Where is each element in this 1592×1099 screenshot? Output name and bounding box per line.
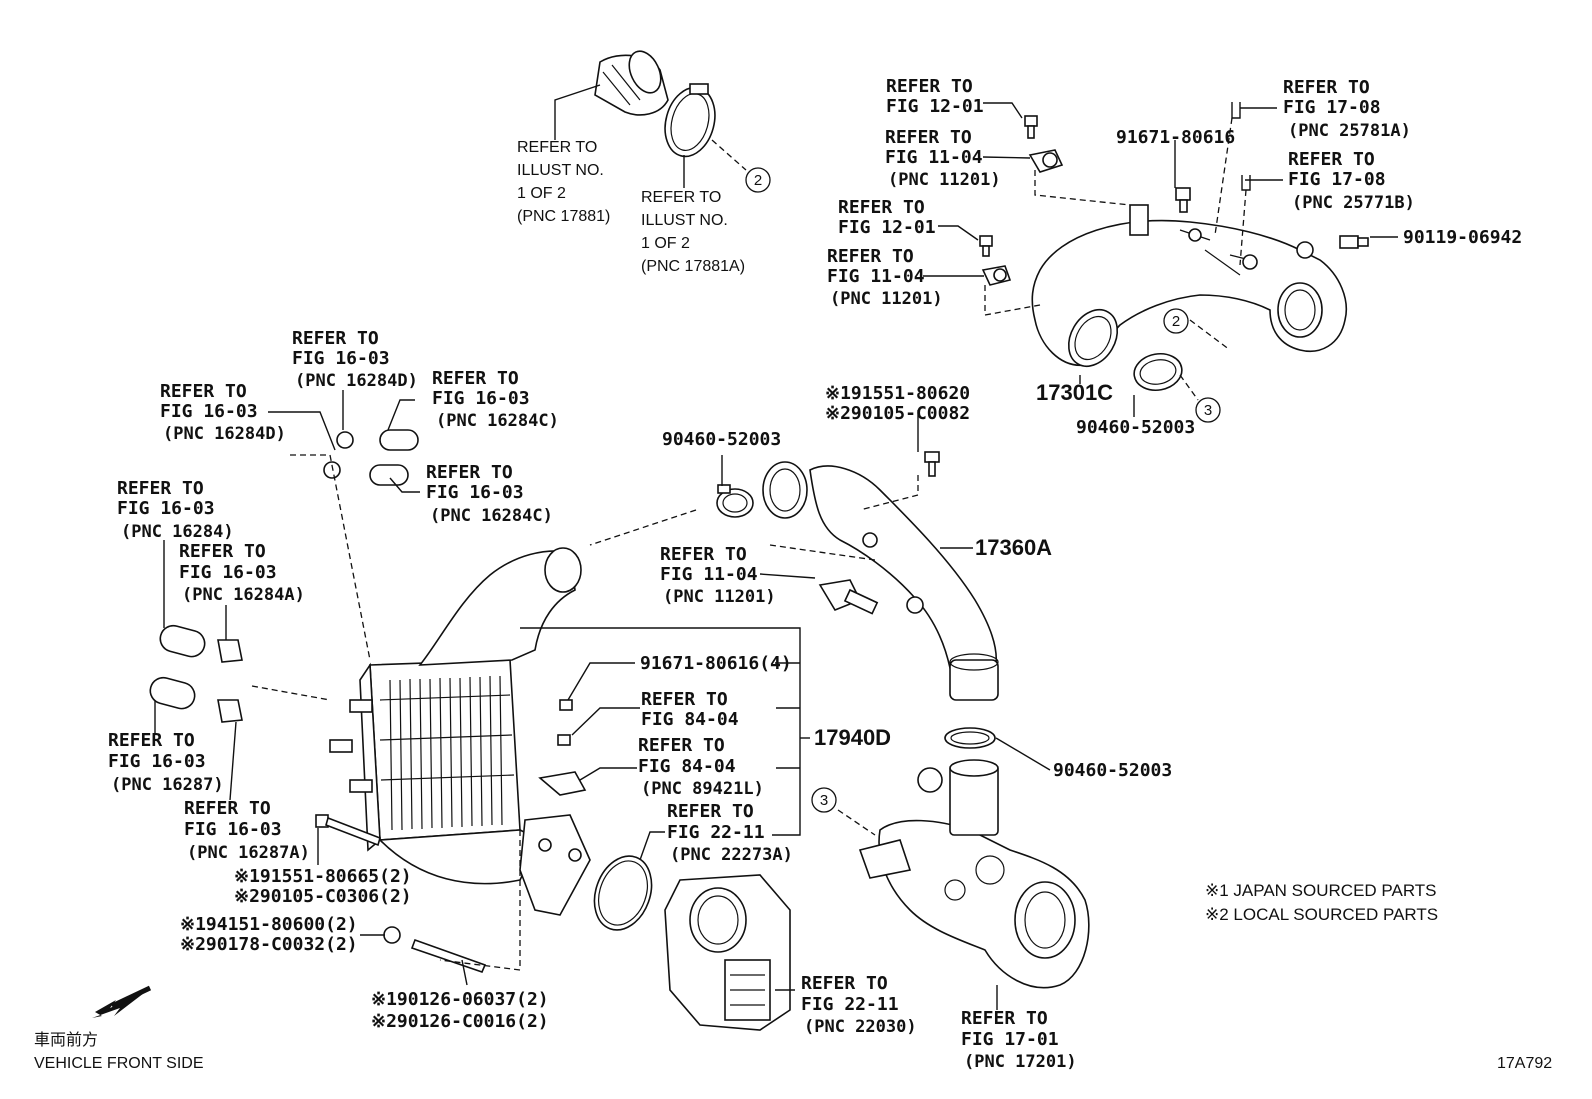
vehicle-front-label-jp: 車両前方 <box>34 1031 98 1049</box>
bolt-drawings-left <box>315 699 587 973</box>
refer-16287a-label: REFER TO FIG 16-03 (PNC 16287A) <box>184 798 310 863</box>
bolt-drawing-top-3 <box>1175 187 1191 213</box>
turbocharger-drawing <box>858 759 1090 989</box>
svg-text:3: 3 <box>1204 402 1212 419</box>
sensor-drawing-mid <box>818 579 879 615</box>
sensor-drawing-top-1 <box>1028 149 1064 173</box>
refer-fig-84-04-label-b: REFER TO FIG 84-04 (PNC 89421L) <box>638 735 764 799</box>
hose-clamp-drawing-right <box>1133 352 1183 392</box>
leader-lines <box>154 84 1398 1010</box>
svg-text:3: 3 <box>820 792 828 809</box>
refer-fig-12-01-label-a: REFER TO FIG 12-01 <box>886 76 984 117</box>
part-number-17301c: 17301C <box>1036 380 1113 405</box>
gasket-drawing-left <box>593 855 653 931</box>
intercooler-17940d-drawing <box>329 547 582 885</box>
part-number-91671-80616: 91671-80616 <box>1116 127 1235 148</box>
nut-80600-label: ※194151-80600(2) ※290178-C0032(2) <box>180 914 368 955</box>
part-number-17360a: 17360A <box>975 535 1052 560</box>
stud-06037-label: ※190126-06037(2) ※290126-C0016(2) <box>371 989 559 1032</box>
part-number-90460-52003-low: 90460-52003 <box>1053 760 1172 781</box>
callout-circle-2-top: 2 <box>745 167 771 193</box>
vehicle-front-label-en: VEHICLE FRONT SIDE <box>34 1055 204 1072</box>
hose-drawings-left <box>149 429 419 710</box>
refer-16284d-label-left: REFER TO FIG 16-03 (PNC 16284D) <box>160 381 286 444</box>
refer-fig-11-04-label-c: REFER TO FIG 11-04 (PNC 11201) <box>660 544 776 607</box>
part-number-90460-52003-top: 90460-52003 <box>1076 417 1195 438</box>
refer-fig-22-11-label-b: REFER TO FIG 22-11 (PNC 22030) <box>801 973 917 1037</box>
refer-fig-22-11-label-a: REFER TO FIG 22-11 (PNC 22273A) <box>667 801 793 865</box>
svg-text:2: 2 <box>754 172 762 189</box>
gasket-drawing-right <box>944 727 996 749</box>
refer-fig-17-08-label-a: REFER TO FIG 17-08 (PNC 25781A) <box>1283 77 1411 141</box>
refer-16284c-label-bottom: REFER TO FIG 16-03 (PNC 16284C) <box>426 462 553 526</box>
part-number-90460-52003-mid: 90460-52003 <box>662 429 781 450</box>
part-number-17940d: 17940D <box>814 725 891 750</box>
refer-fig-84-04-label-a: REFER TO FIG 84-04 <box>641 689 739 730</box>
part-number-91671-80616-4: 91671-80616(4) <box>640 653 792 674</box>
bolt-80620-label: ※191551-80620 ※290105-C0082 <box>825 383 981 424</box>
refer-fig-17-08-label-b: REFER TO FIG 17-08 (PNC 25771B) <box>1288 149 1415 213</box>
refer-fig-12-01-label-b: REFER TO FIG 12-01 <box>838 197 936 238</box>
outlet-pipe-17360a-drawing <box>762 461 999 701</box>
bolt-80665-label: ※191551-80665(2) ※290105-C0306(2) <box>234 866 422 907</box>
hose-clamp-drawing-mid <box>716 484 754 518</box>
bolt-drawing-mid <box>924 451 940 477</box>
vehicle-front-arrow-icon <box>92 985 152 1018</box>
throttle-body-drawing <box>664 874 791 1031</box>
hose-clamp-drawing-top <box>664 83 716 158</box>
refer-16287-label: REFER TO FIG 16-03 (PNC 16287) <box>108 730 224 795</box>
bolt-drawing-top-1 <box>1024 115 1038 139</box>
refer-16284a-label: REFER TO FIG 16-03 (PNC 16284A) <box>179 541 305 605</box>
clip-drawings-left <box>217 431 354 723</box>
refer-16284d-label-top: REFER TO FIG 16-03 (PNC 16284D) <box>292 328 418 391</box>
refer-illust-17881-label: REFER TO ILLUST NO. 1 OF 2 (PNC 17881) <box>517 139 610 225</box>
callout-circle-3-top: 3 <box>1195 397 1221 423</box>
sourcing-notes: ※1 JAPAN SOURCED PARTS ※2 LOCAL SOURCED … <box>1205 881 1441 924</box>
figure-id: 17A792 <box>1497 1055 1552 1072</box>
intake-pipe-17301c-drawing <box>1031 204 1347 368</box>
part-number-90119-06942: 90119-06942 <box>1403 227 1522 248</box>
bolt-drawing-top-4 <box>1339 235 1369 249</box>
callout-circle-3-bottom: 3 <box>811 787 837 813</box>
hose-end-drawing <box>594 50 669 116</box>
refer-fig-11-04-label-a: REFER TO FIG 11-04 (PNC 11201) <box>885 127 1001 190</box>
mount-bracket-drawing <box>519 814 591 916</box>
refer-fig-11-04-label-b: REFER TO FIG 11-04 (PNC 11201) <box>827 246 943 309</box>
svg-text:2: 2 <box>1172 313 1180 330</box>
refer-16284c-label-top: REFER TO FIG 16-03 (PNC 16284C) <box>432 368 559 431</box>
callout-circle-2-right: 2 <box>1163 308 1189 334</box>
sensor-drawing-top-2 <box>981 265 1012 286</box>
bolt-drawing-top-2 <box>979 235 993 257</box>
refer-16284-label: REFER TO FIG 16-03 (PNC 16284) <box>117 478 234 542</box>
refer-illust-17881a-label: REFER TO ILLUST NO. 1 OF 2 (PNC 17881A) <box>641 189 745 275</box>
refer-fig-17-01-label: REFER TO FIG 17-01 (PNC 17201) <box>961 1008 1077 1072</box>
